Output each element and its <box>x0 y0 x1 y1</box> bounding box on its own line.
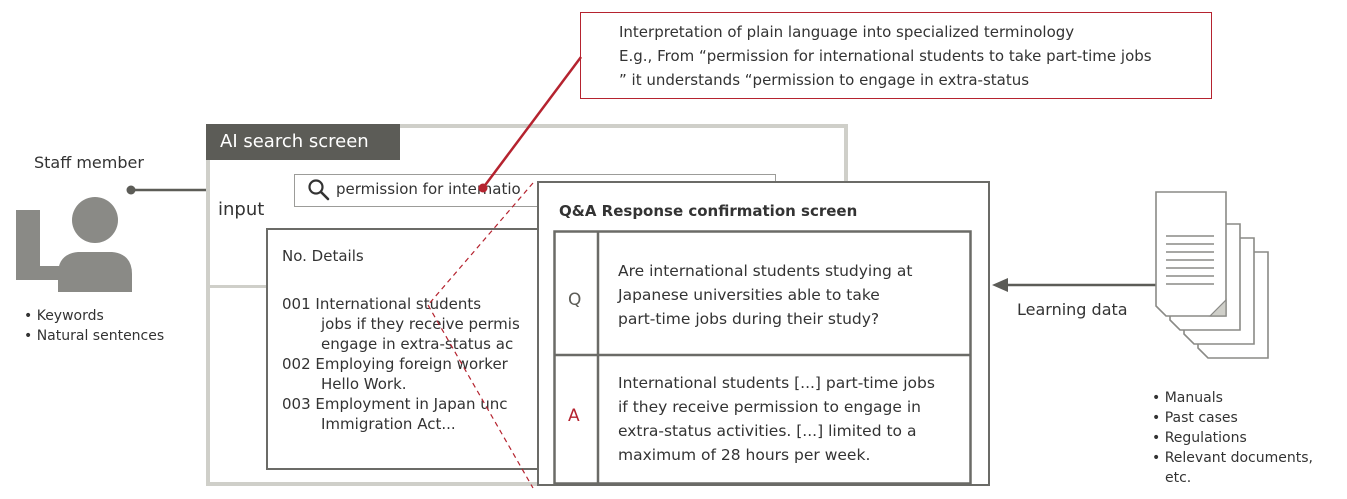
learning-bullet-manuals: • Manuals <box>1152 390 1223 406</box>
learning-bullet-past-cases: • Past cases <box>1152 410 1238 426</box>
question-line-3: part-time jobs during their study? <box>618 310 880 328</box>
search-results-panel <box>266 228 586 470</box>
callout-line-2: E.g., From “permission for international… <box>619 47 1152 65</box>
ai-search-title: AI search screen <box>206 124 400 160</box>
question-line-1: Are international students studying at <box>618 262 913 280</box>
documents-stack-icon <box>1155 191 1269 359</box>
result-001-line-3: engage in extra-status ac <box>321 335 514 353</box>
question-line-2: Japanese universities able to take <box>618 286 880 304</box>
result-003-line-1[interactable]: 003 Employment in Japan unc <box>282 395 508 413</box>
staff-input-types: • Keywords • Natural sentences <box>24 306 164 346</box>
result-002-line-2: Hello Work. <box>321 375 407 393</box>
staff-member-icon <box>16 197 132 292</box>
learning-bullet-relevant-docs: • Relevant documents, <box>1152 450 1313 466</box>
search-icon <box>308 179 330 201</box>
answer-line-3: extra-status activities. [...] limited t… <box>618 422 917 440</box>
staff-member-label: Staff member <box>34 153 144 172</box>
answer-text: International students [...] part-time j… <box>618 371 935 467</box>
learning-bullet-etc: etc. <box>1165 470 1192 486</box>
staff-bullet-natural: • Natural sentences <box>24 328 165 344</box>
terminology-callout: Interpretation of plain language into sp… <box>580 12 1212 99</box>
callout-line-1: Interpretation of plain language into sp… <box>619 23 1075 41</box>
results-header: No. Details <box>282 247 364 265</box>
results-list: 001 International students jobs if they … <box>282 294 520 434</box>
learning-data-types: • Manuals • Past cases • Regulations • R… <box>1152 388 1313 488</box>
staff-bullet-keywords: • Keywords <box>24 308 104 324</box>
answer-line-4: maximum of 28 hours per week. <box>618 446 871 464</box>
answer-line-1: International students [...] part-time j… <box>618 374 935 392</box>
answer-line-2: if they receive permission to engage in <box>618 398 921 416</box>
result-001-line-1[interactable]: 001 International students <box>282 295 482 313</box>
learning-bullet-regulations: • Regulations <box>1152 430 1247 446</box>
input-label: input <box>218 199 265 220</box>
a-label: A <box>568 406 580 426</box>
qa-table <box>553 230 972 485</box>
q-label: Q <box>568 290 582 310</box>
learning-data-label: Learning data <box>1017 300 1128 319</box>
search-query-text: permission for internatio <box>336 180 521 198</box>
qa-window-title: Q&A Response confirmation screen <box>559 202 858 220</box>
callout-line-3: ” it understands “permission to engage i… <box>619 71 1030 89</box>
question-text: Are international students studying at J… <box>618 259 912 331</box>
result-002-line-1[interactable]: 002 Employing foreign worker <box>282 355 508 373</box>
result-001-line-2: jobs if they receive permis <box>321 315 520 333</box>
result-003-line-2: Immigration Act... <box>321 415 456 433</box>
